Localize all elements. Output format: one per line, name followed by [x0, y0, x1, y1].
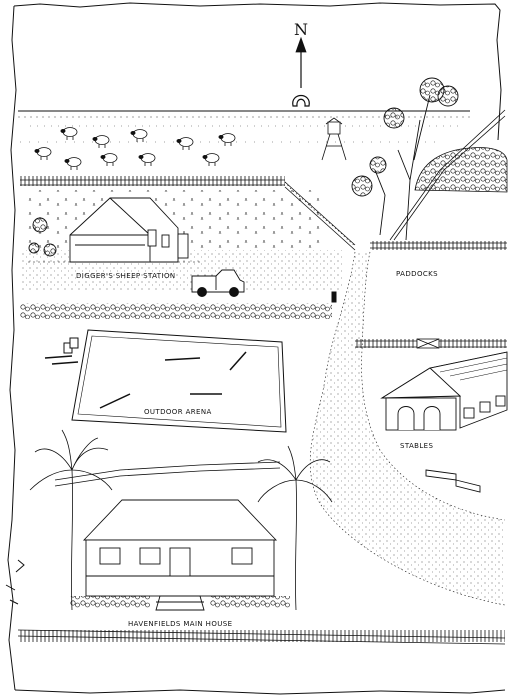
- hedge-bushes: [414, 147, 508, 193]
- tree-icon: [351, 77, 459, 241]
- sheep-icon: [64, 157, 82, 170]
- water-trough: [425, 469, 481, 493]
- sheep-icon: [100, 153, 118, 166]
- road: [309, 251, 506, 606]
- outdoor-arena: [44, 329, 287, 433]
- paper-border: [5, 2, 506, 695]
- sheep-icon: [130, 129, 148, 142]
- sheep-icon: [60, 127, 78, 140]
- gate-post: [331, 291, 337, 303]
- horseshoe-icon: [292, 94, 310, 107]
- sheep-icon: [202, 153, 220, 166]
- barn-icon: [380, 351, 508, 431]
- sheep-station-label: DIGGER'S SHEEP STATION: [76, 272, 176, 280]
- water-tower-icon: [321, 117, 347, 161]
- palm-tree-icon: [29, 429, 333, 611]
- house-icon: [28, 197, 189, 263]
- north-label: N: [294, 20, 308, 39]
- sheep-icon: [218, 133, 236, 146]
- sheep-group: [34, 127, 236, 170]
- north-arrow-icon: [295, 36, 307, 88]
- truck-icon: [191, 269, 245, 297]
- paddocks-label: PADDOCKS: [396, 270, 438, 278]
- hedge-row: [20, 303, 332, 319]
- sheep-icon: [92, 135, 110, 148]
- outdoor-arena-label: OUTDOOR ARENA: [144, 408, 212, 416]
- sheep-icon: [34, 147, 52, 160]
- sheep-icon: [138, 153, 156, 166]
- stables-label: STABLES: [400, 442, 434, 450]
- house-icon: [82, 499, 278, 611]
- sheep-icon: [176, 137, 194, 150]
- house-shrubs: [70, 596, 290, 608]
- main-house-label: HAVENFIELDS MAIN HOUSE: [128, 620, 233, 628]
